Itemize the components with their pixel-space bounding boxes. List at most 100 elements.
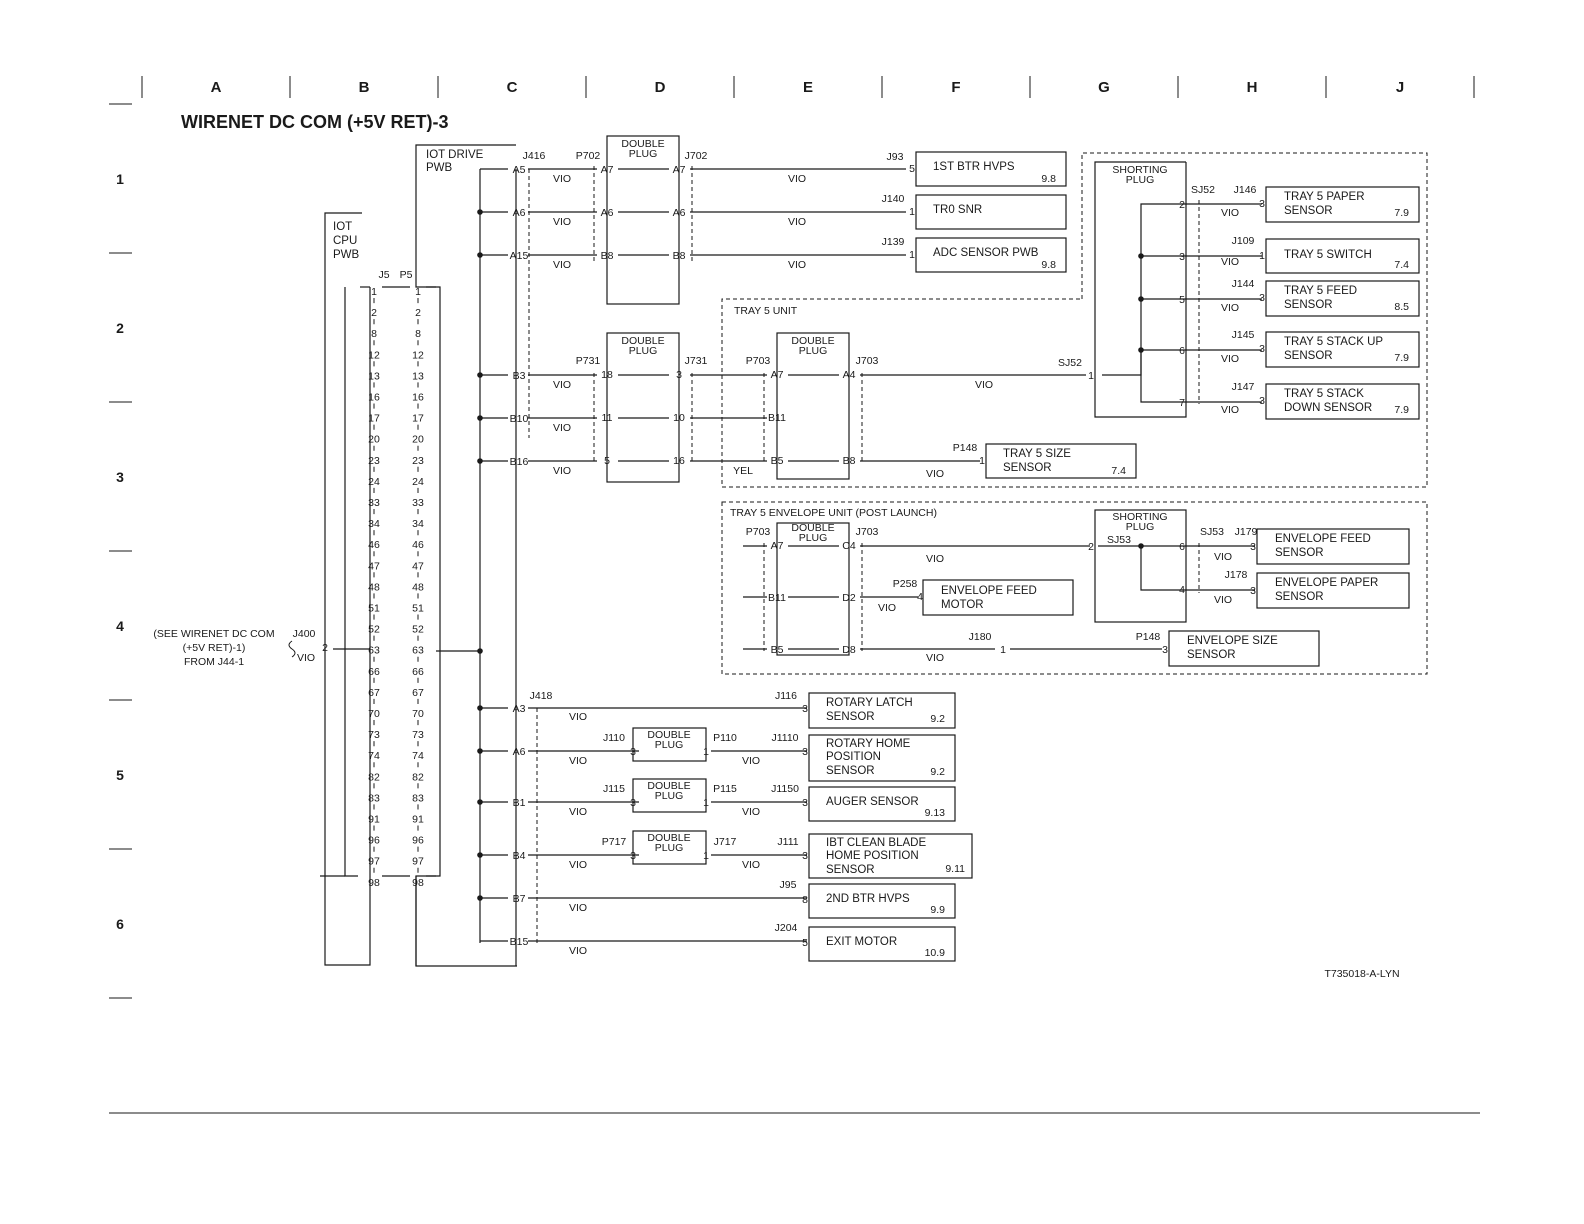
- component-tray5-paper-sensor: J146 3 TRAY 5 PAPER SENSOR 7.9: [1234, 184, 1420, 223]
- svg-text:5: 5: [604, 455, 610, 467]
- svg-text:5: 5: [909, 163, 915, 175]
- svg-text:SENSOR: SENSOR: [1284, 350, 1333, 362]
- svg-text:IBT CLEAN BLADE: IBT CLEAN BLADE: [826, 837, 926, 849]
- svg-text:TRAY 5 SWITCH: TRAY 5 SWITCH: [1284, 249, 1372, 261]
- svg-text:P702: P702: [576, 150, 601, 162]
- drive-pin-label: B1: [513, 797, 526, 809]
- j5-pin-label: 52: [368, 624, 380, 636]
- svg-text:J111: J111: [777, 836, 798, 848]
- svg-text:7.4: 7.4: [1111, 465, 1126, 477]
- svg-text:J146: J146: [1234, 184, 1257, 196]
- svg-text:DOUBLE: DOUBLE: [791, 522, 834, 534]
- svg-text:16: 16: [673, 455, 685, 467]
- svg-text:DOUBLE: DOUBLE: [647, 780, 690, 792]
- svg-text:CPU: CPU: [333, 235, 357, 247]
- svg-text:J416: J416: [523, 150, 546, 162]
- svg-text:PLUG: PLUG: [629, 148, 658, 160]
- row-label: 3: [116, 469, 124, 485]
- svg-text:SJ53: SJ53: [1200, 526, 1224, 538]
- svg-text:DOUBLE: DOUBLE: [647, 729, 690, 741]
- bracket: [426, 286, 441, 877]
- svg-text:P5: P5: [400, 269, 413, 281]
- svg-text:P148: P148: [953, 442, 978, 454]
- svg-text:VIO: VIO: [742, 806, 760, 818]
- svg-text:EXIT MOTOR: EXIT MOTOR: [826, 936, 897, 948]
- p5-pin-label: 46: [412, 539, 424, 551]
- component-tray5-feed-sensor: J144 3 TRAY 5 FEED SENSOR 8.5: [1232, 278, 1420, 317]
- component-tray5-stack-up-sensor: J145 3 TRAY 5 STACK UP SENSOR 7.9: [1232, 329, 1420, 368]
- svg-text:VIO: VIO: [553, 173, 571, 185]
- column-label: J: [1396, 79, 1404, 96]
- svg-text:3: 3: [802, 797, 808, 809]
- svg-text:VIO: VIO: [297, 652, 315, 664]
- svg-text:3: 3: [676, 369, 682, 381]
- svg-text:1: 1: [909, 249, 915, 261]
- svg-text:DOUBLE: DOUBLE: [621, 138, 664, 150]
- p5-pin-label: 73: [412, 729, 424, 741]
- svg-text:VIO: VIO: [569, 945, 587, 957]
- svg-text:DOUBLE: DOUBLE: [791, 335, 834, 347]
- svg-text:VIO: VIO: [1221, 207, 1239, 219]
- svg-text:3: 3: [802, 850, 808, 862]
- component-envelope-feed-motor: P258 4 ENVELOPE FEED MOTOR: [893, 578, 1074, 616]
- svg-text:VIO: VIO: [1214, 594, 1232, 606]
- svg-text:P110: P110: [713, 732, 737, 744]
- j5-pin-label: 17: [368, 413, 380, 425]
- component-envelope-paper-sensor: 3 ENVELOPE PAPER SENSOR: [1250, 572, 1410, 609]
- svg-text:TRAY 5 SIZE: TRAY 5 SIZE: [1003, 448, 1071, 460]
- component-auger-sensor: J1150 3 AUGER SENSOR 9.13: [771, 783, 956, 822]
- svg-text:3: 3: [1259, 292, 1265, 304]
- column-label: F: [951, 79, 960, 96]
- svg-text:VIO: VIO: [553, 422, 571, 434]
- junction-dot: [477, 415, 483, 421]
- p5-pin-label: 16: [412, 392, 424, 404]
- svg-text:P717: P717: [602, 836, 627, 848]
- j5-pin-label: 23: [368, 455, 380, 467]
- svg-text:J180: J180: [969, 631, 992, 643]
- svg-text:TRAY 5 STACK: TRAY 5 STACK: [1284, 388, 1364, 400]
- drive-pin-label: B4: [513, 850, 526, 862]
- row-label: 6: [116, 916, 124, 932]
- svg-text:P731: P731: [576, 355, 601, 367]
- svg-text:7.9: 7.9: [1394, 352, 1409, 364]
- svg-text:J5: J5: [378, 269, 389, 281]
- svg-text:9.2: 9.2: [930, 766, 945, 778]
- double-plug-4: DOUBLE PLUG P703 J703 A7 B11 B5 C4 D2 D8: [746, 522, 879, 656]
- component-tray5-stack-down-sensor: J147 3 TRAY 5 STACK DOWN SENSOR 7.9: [1232, 381, 1420, 420]
- svg-text:POSITION: POSITION: [826, 751, 881, 763]
- svg-text:SHORTING: SHORTING: [1112, 511, 1167, 523]
- column-label: B: [359, 79, 370, 96]
- p5-pin-label: 98: [412, 877, 424, 889]
- svg-text:5: 5: [802, 937, 808, 949]
- svg-text:9.9: 9.9: [930, 904, 945, 916]
- j5-pin-label: 98: [368, 877, 380, 889]
- svg-text:1: 1: [703, 850, 709, 862]
- svg-text:J400: J400: [293, 628, 316, 640]
- p5-pin-label: 91: [412, 814, 424, 826]
- column-label: E: [803, 79, 813, 96]
- svg-text:3: 3: [1259, 198, 1265, 210]
- svg-text:B8: B8: [601, 250, 614, 262]
- svg-text:4: 4: [917, 591, 923, 603]
- svg-text:SENSOR: SENSOR: [1187, 649, 1236, 661]
- drive-pin-label: B10: [510, 413, 529, 425]
- svg-text:VIO: VIO: [788, 173, 806, 185]
- svg-text:2: 2: [1088, 541, 1094, 553]
- component-adc-sensor-pwb: J139 1 ADC SENSOR PWB 9.8: [882, 236, 1067, 273]
- svg-text:9.11: 9.11: [945, 863, 965, 875]
- svg-text:A7: A7: [673, 164, 686, 176]
- svg-text:J731: J731: [685, 355, 708, 367]
- junction-dots: [477, 209, 1144, 901]
- svg-text:C4: C4: [842, 540, 856, 552]
- junction-dot: [477, 252, 483, 258]
- svg-text:ENVELOPE FEED: ENVELOPE FEED: [941, 585, 1037, 597]
- double-plug-3: DOUBLE PLUG P703 J703 A7 B11 B5 A4 B8: [746, 332, 879, 480]
- junction-dot: [477, 648, 483, 654]
- svg-text:VIO: VIO: [926, 652, 944, 664]
- j5-pin-label: 67: [368, 687, 380, 699]
- junction-dot: [477, 209, 483, 215]
- junction-dot: [477, 372, 483, 378]
- j5-pin-label: 34: [368, 518, 380, 530]
- svg-text:3: 3: [802, 703, 808, 715]
